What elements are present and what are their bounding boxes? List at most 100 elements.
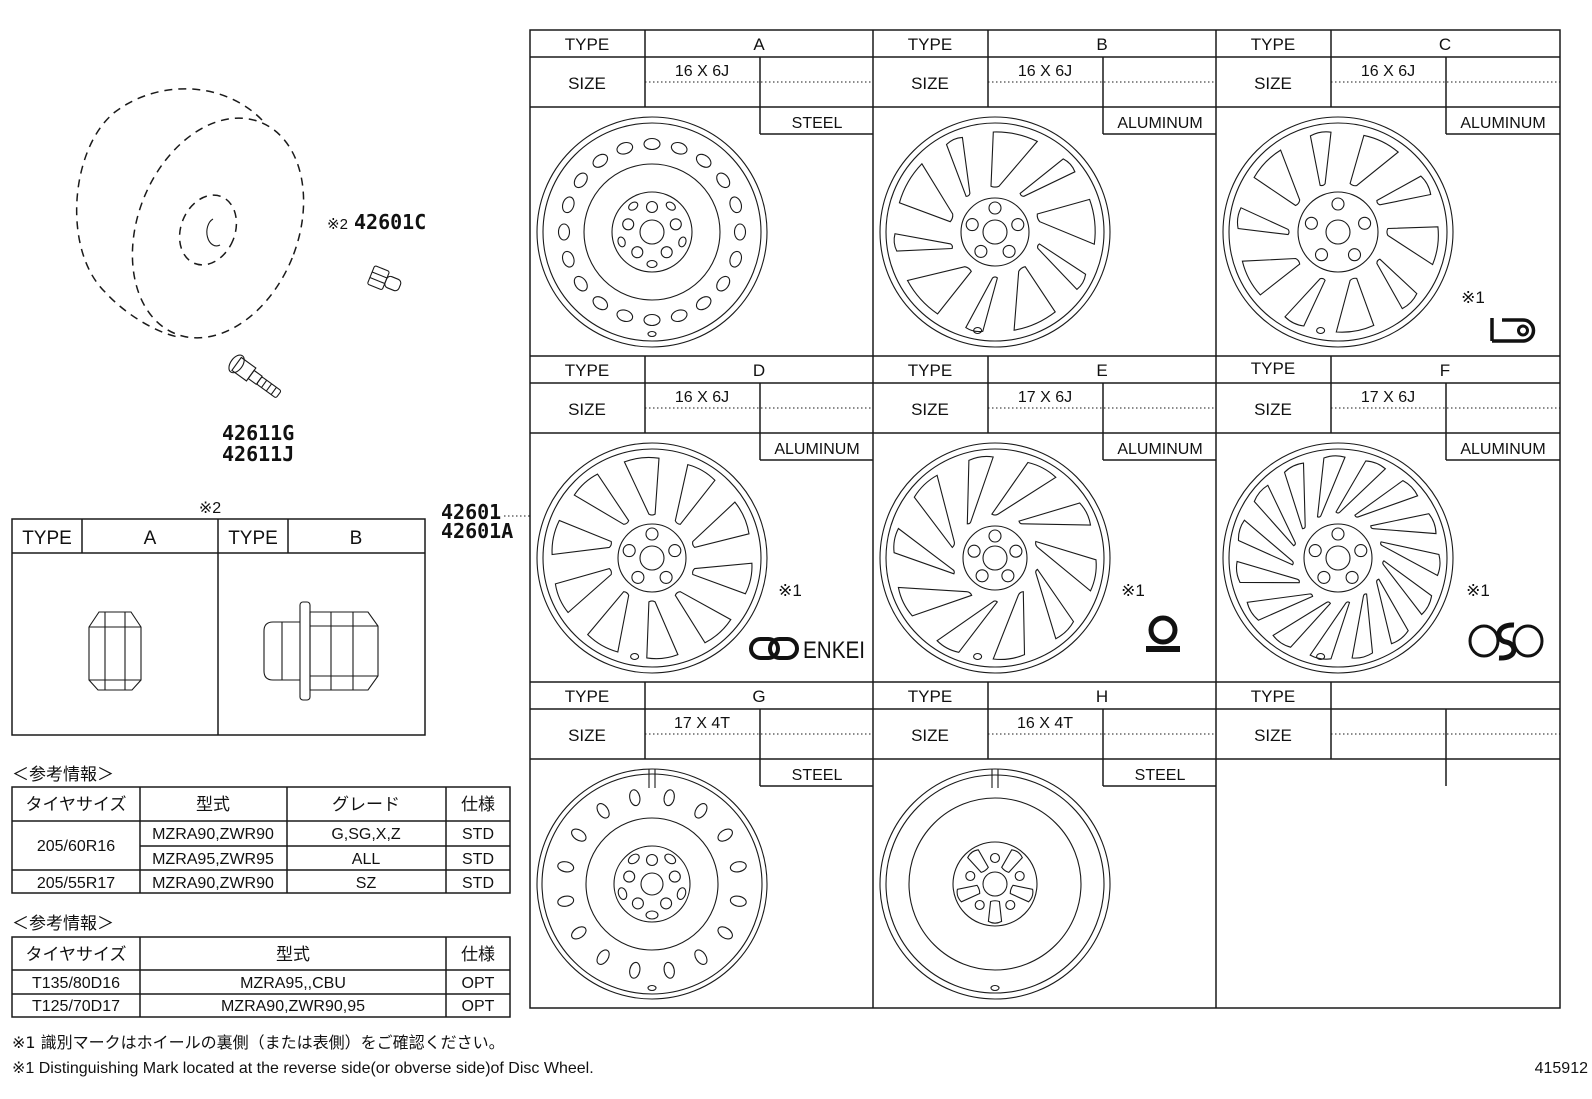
valve-stem-icon [228,354,282,398]
part-number-42611j[interactable]: 42611J [222,442,294,466]
size-value: 16 X 6J [675,63,729,80]
type-value: A [753,35,765,54]
manufacturer-mark-icon [1468,622,1544,661]
reference-title-2: ＜参考情報＞ [12,914,114,934]
wheel-type-grid [529,29,1561,1009]
cell-tire-size: 205/55R17 [37,875,115,892]
size-value: 17 X 6J [1018,389,1072,406]
nut-type-a: A [144,528,157,549]
header-spec: 仕様 [461,795,495,815]
size-value: 16 X 6J [1018,63,1072,80]
wheel-cell-a: TYPE A SIZE 16 X 6J STEEL [530,30,873,348]
enkei-logo-text: ENKEI [803,637,865,664]
acorn-nut-icon [88,611,142,691]
wheel-cell-g: TYPE G SIZE 17 X 4T STEEL [530,682,873,1000]
footnote-japanese: ※1 識別マークはホイールの裏側（または表側）をご確認ください。 [12,1033,505,1052]
wheel-illustration-h [879,768,1111,1000]
wheel-illustration-a [536,116,768,348]
footnote-english: ※1 Distinguishing Mark located at the re… [12,1060,594,1077]
material-label: STEEL [792,115,843,132]
header-model: 型式 [276,945,310,965]
wheel-illustration-f [1222,442,1454,674]
type-value: D [753,361,765,380]
cell-spec: OPT [462,975,495,992]
enkei-logo-icon [749,637,799,660]
wheel-illustration-g [536,768,768,1000]
cell-spec: STD [462,851,494,868]
type-label: TYPE [908,35,952,54]
cell-spec: OPT [462,998,495,1015]
manufacturer-mark-icon [1146,615,1180,652]
size-label: SIZE [1254,74,1292,93]
type-label: TYPE [908,687,952,706]
cell-grade: ALL [352,851,381,868]
part-number-42601c[interactable]: 42601C [354,210,426,234]
size-label: SIZE [911,400,949,419]
reference-table-tire-grade: タイヤサイズ 型式 グレード 仕様 205/60R16 MZRA90,ZWR90… [11,786,511,894]
type-label: TYPE [1251,35,1295,54]
type-value: G [752,687,765,706]
header-tire-size: タイヤサイズ [26,795,127,815]
size-label: SIZE [568,74,606,93]
material-label: ALUMINUM [1460,441,1545,458]
cell-tire-size: 205/60R16 [37,838,115,855]
cell-spec: STD [462,875,494,892]
type-value: H [1096,687,1108,706]
material-label: ALUMINUM [1117,115,1202,132]
part-number-42611g[interactable]: 42611G [222,421,294,445]
wheel-cell-e: TYPE E SIZE 17 X 6J ALUMINUM ※1 [873,356,1216,674]
nut-type-b: B [350,528,363,549]
size-value: 16 X 6J [675,389,729,406]
wheel-cell-f: TYPE F SIZE 17 X 6J ALUMINUM ※1 [1216,356,1560,674]
wheel-cell-c: TYPE C SIZE 16 X 6J ALUMINUM ※1 [1216,30,1560,348]
cell-model: MZRA90,ZWR90,95 [221,998,365,1015]
nut-type-table: TYPE A TYPE B [11,518,426,736]
nut-table-mark: ※2 [199,500,221,517]
distinguishing-mark-note: ※1 [1466,581,1490,600]
size-label: SIZE [1254,400,1292,419]
type-value: B [1096,35,1107,54]
header-tire-size: タイヤサイズ [26,945,127,965]
wheel-cell-h: TYPE H SIZE 16 X 4T STEEL [873,682,1216,1000]
cell-model: MZRA95,ZWR95 [152,851,274,868]
material-label: ALUMINUM [774,441,859,458]
size-value: 17 X 6J [1361,389,1415,406]
reference-table-spare-tire: タイヤサイズ 型式 仕様 T135/80D16 MZRA95,,CBU OPT … [11,936,511,1018]
wheel-cell-d: TYPE D SIZE 16 X 6J ALUMINUM ※1 ENKEI [530,356,873,674]
cell-model: MZRA95,,CBU [240,975,346,992]
hub-nut-mark: ※2 [327,216,348,233]
size-label: SIZE [911,726,949,745]
header-spec: 仕様 [461,945,495,965]
illustration-number: 415912 [1535,1060,1588,1077]
header-grade: グレード [332,795,400,815]
cell-tire-size: T125/70D17 [32,998,120,1015]
material-label: STEEL [792,767,843,784]
size-value: 16 X 6J [1361,63,1415,80]
part-number-42601[interactable]: 42601 [441,500,501,524]
type-value: E [1096,361,1107,380]
wheel-illustration-e [879,442,1111,674]
distinguishing-mark-note: ※1 [1121,581,1145,600]
type-label: TYPE [565,35,609,54]
wheel-cell-b: TYPE B SIZE 16 X 6J ALUMINUM [873,30,1216,348]
material-label: ALUMINUM [1117,441,1202,458]
nut-type-label-b: TYPE [228,528,278,549]
size-value: 16 X 4T [1017,715,1073,732]
type-value: C [1439,35,1451,54]
size-label: SIZE [1254,726,1292,745]
part-number-42601a[interactable]: 42601A [441,519,513,543]
distinguishing-mark-note: ※1 [1461,288,1485,307]
cell-spec: STD [462,826,494,843]
manufacturer-mark-icon [1490,318,1536,343]
type-value: F [1440,361,1450,380]
size-label: SIZE [911,74,949,93]
size-label: SIZE [568,400,606,419]
nut-type-label-a: TYPE [22,528,72,549]
type-label: TYPE [908,361,952,380]
material-label: ALUMINUM [1460,115,1545,132]
material-label: STEEL [1135,767,1186,784]
cell-model: MZRA90,ZWR90 [152,875,274,892]
type-label: TYPE [565,361,609,380]
flanged-nut-icon [263,601,379,701]
wheel-cell-empty: TYPE SIZE [1216,682,1560,786]
